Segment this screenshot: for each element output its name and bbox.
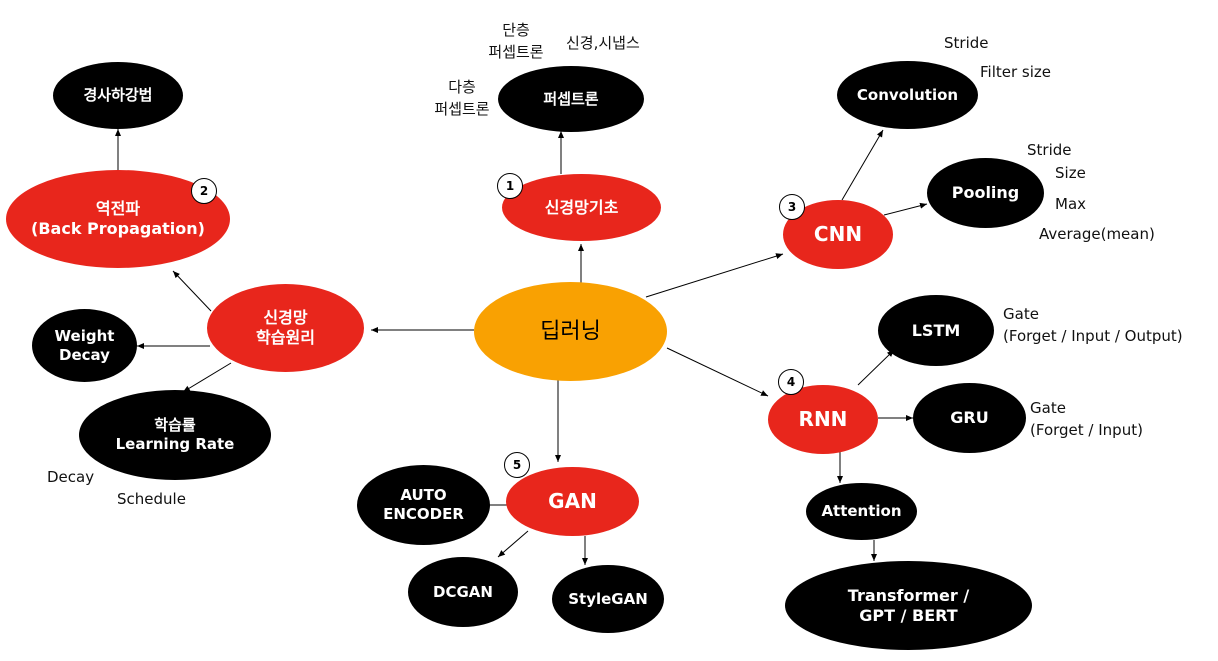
note-gru-gate: Gate (Forget / Input) — [1030, 399, 1143, 439]
node-perceptron-label: 퍼셉트론 — [543, 89, 599, 108]
node-learning-rate[interactable]: 학습률 Learning Rate — [79, 390, 271, 480]
badge-3: 3 — [779, 194, 805, 220]
edge-nnlearning-backprop — [172, 270, 212, 312]
node-autoencoder-label: AUTO ENCODER — [383, 486, 464, 523]
node-gan-label: GAN — [548, 489, 597, 513]
edge-rnn-lstm — [857, 349, 895, 386]
node-rnn-label: RNN — [798, 407, 848, 431]
node-stylegan-label: StyleGAN — [568, 589, 648, 608]
node-learning-rate-label: 학습률 Learning Rate — [115, 416, 235, 453]
note-multi-perceptron: 다층 퍼셉트론 — [434, 78, 490, 118]
node-nn-basics[interactable]: 신경망기초 — [502, 174, 661, 241]
node-weight-decay-label: Weight Decay — [54, 326, 115, 364]
node-pooling-label: Pooling — [951, 183, 1020, 202]
node-nn-basics-label: 신경망기초 — [544, 197, 619, 217]
node-gru[interactable]: GRU — [913, 383, 1026, 453]
node-lstm[interactable]: LSTM — [878, 295, 994, 366]
note-pool-stride: Stride — [1027, 141, 1072, 159]
node-backprop-label: 역전파 (Back Propagation) — [31, 199, 205, 238]
badge-4: 4 — [778, 369, 804, 395]
node-transformer-label: Transformer / GPT / BERT — [847, 585, 970, 625]
note-lr-schedule: Schedule — [117, 490, 186, 508]
node-gradient-descent[interactable]: 경사하강법 — [53, 62, 183, 129]
node-dcgan[interactable]: DCGAN — [408, 557, 518, 627]
node-dcgan-label: DCGAN — [433, 582, 493, 601]
node-rnn[interactable]: RNN — [768, 385, 878, 454]
node-cnn[interactable]: CNN — [783, 200, 893, 269]
node-convolution-label: Convolution — [856, 85, 959, 104]
node-perceptron[interactable]: 퍼셉트론 — [498, 66, 644, 132]
note-lr-decay: Decay — [47, 468, 95, 486]
node-gan[interactable]: GAN — [506, 467, 639, 536]
note-lstm-gate: Gate (Forget / Input / Output) — [1003, 305, 1183, 345]
node-attention-label: Attention — [821, 502, 902, 521]
node-stylegan[interactable]: StyleGAN — [552, 565, 664, 633]
node-deep-learning[interactable]: 딥러닝 — [474, 282, 667, 381]
edge-gan-dcgan — [497, 530, 529, 558]
note-conv-filter: Filter size — [980, 63, 1052, 81]
node-nn-learning[interactable]: 신경망 학습원리 — [207, 284, 364, 372]
edge-cnn-convolution — [841, 129, 884, 201]
node-lstm-label: LSTM — [911, 320, 961, 340]
note-pool-max: Max — [1055, 195, 1087, 213]
note-pool-avg: Average(mean) — [1039, 225, 1155, 243]
edge-cnn-pooling — [883, 202, 928, 216]
edge-root-cnn — [645, 253, 784, 298]
node-convolution[interactable]: Convolution — [837, 61, 978, 129]
node-transformer[interactable]: Transformer / GPT / BERT — [785, 561, 1032, 650]
badge-1: 1 — [497, 173, 523, 199]
note-conv-stride: Stride — [944, 34, 989, 52]
note-pool-size: Size — [1055, 164, 1086, 182]
badge-2: 2 — [191, 178, 217, 204]
node-nn-learning-label: 신경망 학습원리 — [256, 308, 315, 347]
note-single-perceptron: 단층 퍼셉트론 — [488, 21, 544, 61]
node-gru-label: GRU — [950, 408, 989, 427]
node-autoencoder[interactable]: AUTO ENCODER — [357, 465, 490, 545]
node-pooling[interactable]: Pooling — [927, 158, 1044, 228]
node-cnn-label: CNN — [813, 222, 863, 246]
node-gradient-descent-label: 경사하강법 — [83, 86, 153, 105]
badge-5: 5 — [504, 452, 530, 478]
node-deep-learning-label: 딥러닝 — [540, 318, 601, 344]
note-neuron-synapse: 신경,시냅스 — [566, 34, 640, 52]
node-attention[interactable]: Attention — [806, 483, 917, 540]
edge-root-rnn — [666, 347, 769, 397]
node-weight-decay[interactable]: Weight Decay — [32, 309, 137, 382]
edge-nnlearning-learningrate — [182, 362, 232, 393]
